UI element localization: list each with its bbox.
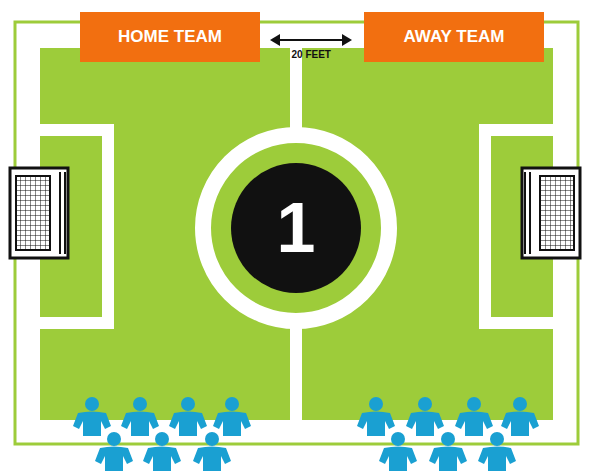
team-label: AWAY TEAM bbox=[403, 27, 504, 47]
dimension-label: 20 FEET bbox=[292, 49, 331, 60]
field-outline bbox=[15, 22, 578, 444]
dimension-arrow bbox=[270, 34, 352, 46]
team-label: HOME TEAM bbox=[118, 27, 222, 47]
team-box: HOME TEAM bbox=[80, 12, 260, 62]
number-disc: 1 bbox=[231, 163, 361, 293]
callout-number: 1 bbox=[277, 188, 316, 268]
center-circle bbox=[203, 135, 389, 321]
goal bbox=[10, 168, 68, 258]
pitch bbox=[40, 48, 553, 420]
spectators bbox=[73, 397, 539, 471]
team-box: AWAY TEAM bbox=[364, 12, 544, 62]
goal bbox=[522, 168, 580, 258]
